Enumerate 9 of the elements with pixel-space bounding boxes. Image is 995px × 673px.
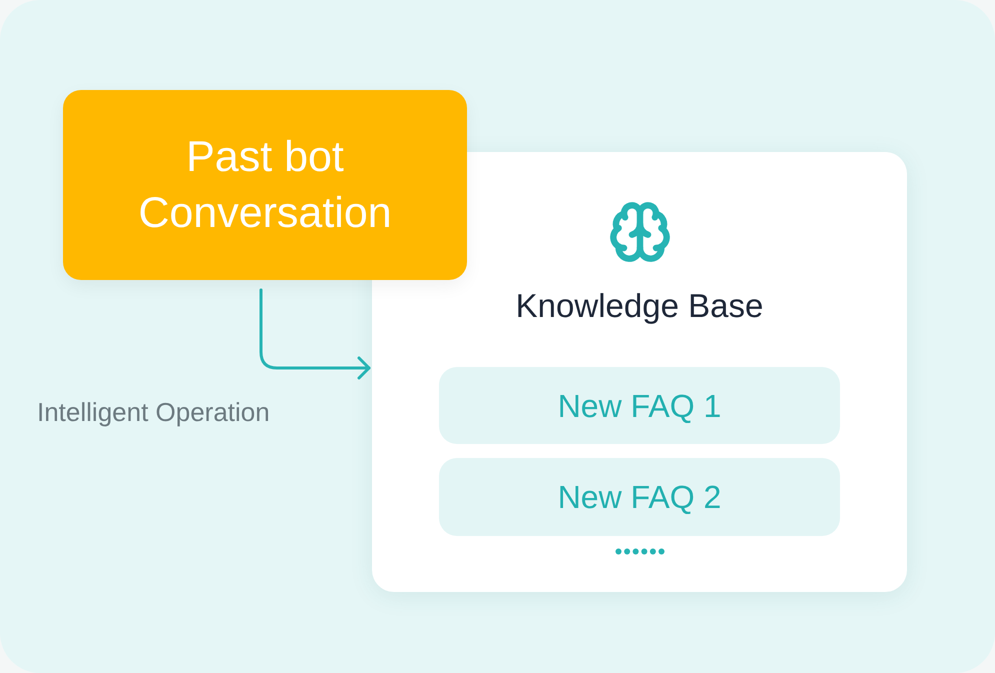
faq-item <box>439 367 840 444</box>
panel-title: Knowledge Base <box>516 286 764 326</box>
faq-title: New FAQ 1 <box>558 386 722 426</box>
edge-label: Intelligent Operation <box>37 396 270 428</box>
source-box <box>63 90 467 280</box>
arrow <box>260 288 370 380</box>
faq-title: New FAQ 2 <box>558 478 722 517</box>
faq-item <box>439 458 840 536</box>
box-title: Past bot Conversation <box>137 132 393 239</box>
